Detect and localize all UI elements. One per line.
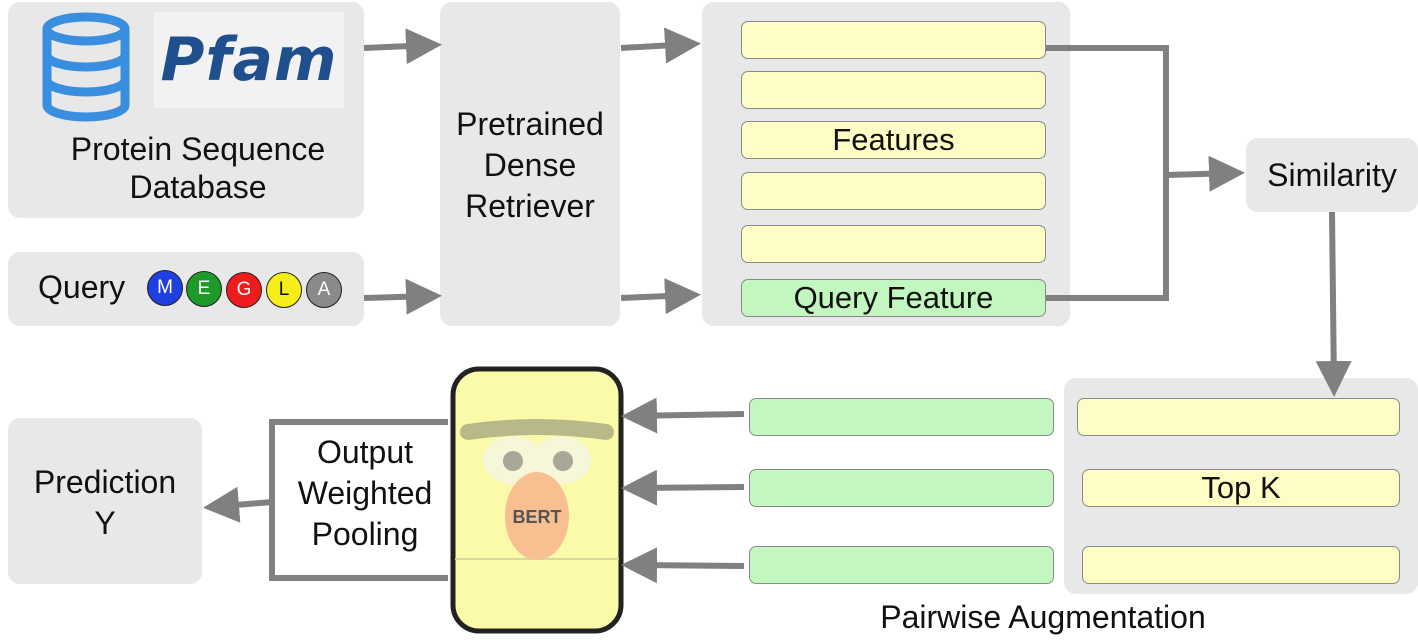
residue-e: E	[186, 271, 222, 307]
similarity-panel	[1246, 138, 1418, 212]
feature-bar-labeled: Features	[741, 121, 1046, 159]
topk-bar-labeled: Top K	[1082, 469, 1400, 507]
bert-label: BERT	[512, 507, 562, 527]
pfam-logo-text: Pfam	[160, 25, 338, 95]
feature-bar	[741, 225, 1046, 263]
topk-bar	[1082, 546, 1400, 584]
arrow-similarity-to-topk	[1315, 211, 1352, 397]
arrow-pair-to-bert-3	[621, 547, 745, 584]
arrow-pair-to-bert-2	[621, 469, 745, 506]
retriever-line3: Retriever	[465, 188, 595, 224]
pair-bar	[749, 469, 1054, 507]
pairwise-label: Pairwise Augmentation	[880, 599, 1206, 635]
query-label: Query	[38, 269, 126, 305]
pooling-line1: Output	[316, 434, 414, 470]
feature-bar	[741, 21, 1046, 59]
residue-a: A	[306, 272, 342, 308]
pfam-logo: Pfam	[154, 12, 344, 108]
residue-l: L	[266, 272, 302, 308]
pair-bar	[749, 546, 1054, 584]
pooling-line2: Weighted	[297, 475, 433, 511]
prediction-label: Prediction Y	[8, 462, 202, 544]
topk-bar	[1077, 398, 1400, 436]
prediction-line1: Prediction	[33, 464, 177, 500]
arrow-to-prediction	[203, 486, 273, 523]
database-label-line2: Database	[129, 169, 267, 206]
feature-bar	[741, 71, 1046, 109]
query-feature-label: Query Feature	[793, 280, 994, 315]
topk-label: Top K	[1201, 470, 1281, 505]
arrow-pair-to-bert-1	[621, 397, 745, 434]
bert-model: BERT	[450, 366, 624, 634]
retriever-panel	[440, 2, 620, 326]
arrow-retriever-to-features	[620, 27, 701, 64]
pair-bar	[749, 398, 1054, 436]
prediction-line2: Y	[94, 505, 116, 541]
pooling-line3: Pooling	[311, 516, 419, 552]
retriever-label: Pretrained Dense Retriever	[440, 104, 620, 227]
arrow-query-to-retriever	[363, 278, 442, 315]
features-label: Features	[832, 122, 955, 157]
prediction-panel	[8, 418, 202, 584]
database-label-line1: Protein Sequence	[70, 131, 326, 167]
arrow-to-similarity	[1165, 155, 1245, 192]
arrow-retriever-to-query-feature	[620, 278, 701, 315]
arrow-db-to-retriever	[363, 28, 442, 65]
retriever-line2: Dense	[483, 147, 577, 183]
feature-bar	[741, 172, 1046, 210]
pooling-label: Output Weighted Pooling	[280, 432, 450, 555]
retriever-line1: Pretrained	[456, 106, 604, 142]
residue-m: M	[147, 270, 183, 306]
database-icon	[40, 12, 132, 122]
similarity-label: Similarity	[1267, 157, 1397, 193]
residue-g: G	[226, 272, 262, 308]
query-feature-bar: Query Feature	[741, 279, 1046, 317]
database-label: Protein Sequence Database	[8, 130, 388, 207]
